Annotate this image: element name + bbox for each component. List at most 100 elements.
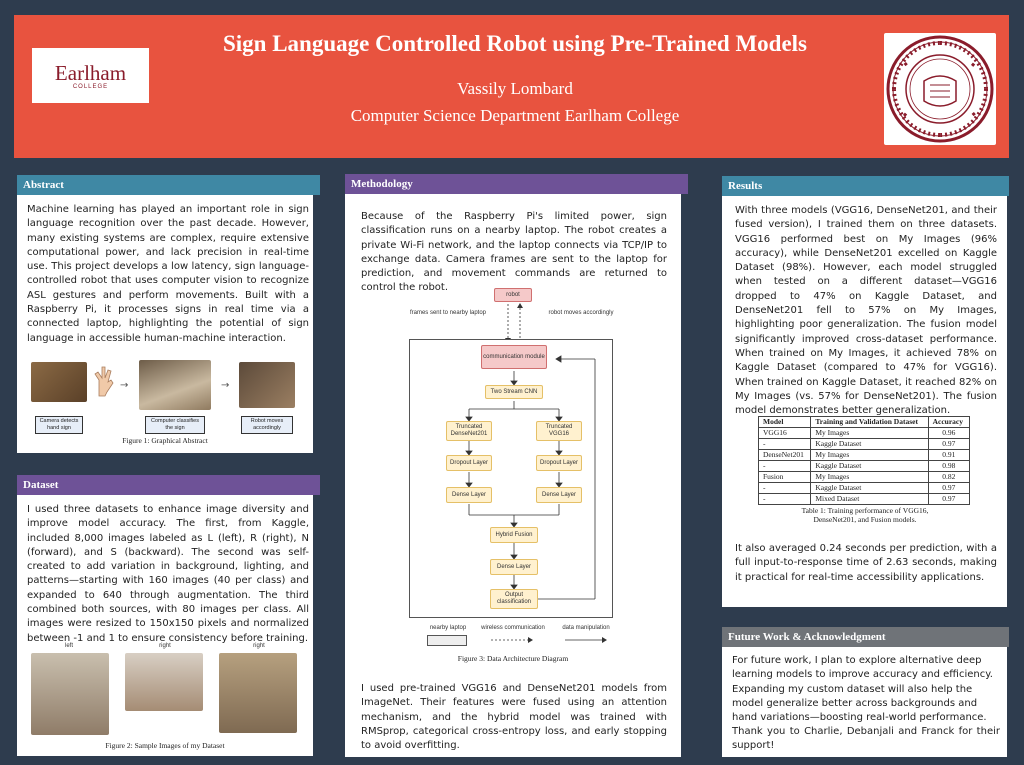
figure2-caption: Figure 2: Sample Images of my Dataset <box>105 741 225 750</box>
methodology-text-1: Because of the Raspberry Pi's limited po… <box>361 211 667 294</box>
table-cell: 0.98 <box>927 460 971 472</box>
figure3-caption: Figure 3: Data Architecture Diagram <box>457 654 569 663</box>
dataset-sample-right-1 <box>125 653 203 711</box>
table-cell: My Images <box>810 427 929 439</box>
results-panel: Results With three models (VGG16, DenseN… <box>722 176 1009 607</box>
table1-caption: Table 1: Training performance of VGG16, … <box>801 506 929 524</box>
abstract-heading: Abstract <box>17 175 320 195</box>
future-text-1: For future work, I plan to explore alter… <box>732 655 993 724</box>
table-cell: 0.91 <box>927 449 971 461</box>
legend-data-label: data manipulation <box>562 625 610 631</box>
dataset-image-label-3: right <box>253 643 265 649</box>
table-header-accuracy: Accuracy <box>927 416 971 428</box>
arrow-icon-2: → <box>221 380 230 391</box>
abstract-text: Machine learning has played an important… <box>27 204 309 344</box>
table-cell: - <box>757 460 812 472</box>
results-table: Model Training and Validation Dataset Ac… <box>757 416 971 505</box>
table-cell: 0.96 <box>927 427 971 439</box>
fig1-label-2: Computer classifies the sign <box>145 416 205 434</box>
diagram-comm-module: communication module <box>481 345 547 369</box>
robot-photo-2 <box>239 362 295 408</box>
table-cell: 0.82 <box>927 471 971 483</box>
diagram-cnn: Two Stream CNN <box>485 385 543 399</box>
table-cell: 0.97 <box>927 438 971 450</box>
dataset-image-label-2: right <box>159 643 171 649</box>
robot-photo-1 <box>31 362 87 402</box>
table-cell: - <box>757 493 812 505</box>
poster-department: Computer Science Department Earlham Coll… <box>350 106 680 125</box>
diagram-trunc-densenet: Truncated DenseNet201 <box>446 421 492 441</box>
diagram-frames-label: frames sent to nearby laptop <box>409 310 487 316</box>
table-cell: - <box>757 438 812 450</box>
results-heading: Results <box>722 176 1009 196</box>
table-cell: 0.97 <box>927 482 971 494</box>
diagram-hybrid-fusion: Hybrid Fusion <box>490 527 538 543</box>
future-panel: Future Work & Acknowledgment For future … <box>722 627 1009 757</box>
diagram-trunc-vgg: Truncated VGG16 <box>536 421 582 441</box>
poster-title: Sign Language Controlled Robot using Pre… <box>222 31 807 56</box>
table-cell: VGG16 <box>757 427 812 439</box>
abstract-panel: Abstract Machine learning has played an … <box>17 175 320 453</box>
fig1-label-3: Robot moves accordingly <box>241 416 293 434</box>
table-cell: 0.97 <box>927 493 971 505</box>
results-text-1: With three models (VGG16, DenseNet201, a… <box>735 205 997 417</box>
methodology-text-2: I used pre-trained VGG16 and DenseNet201… <box>361 683 667 752</box>
table-header-dataset: Training and Validation Dataset <box>810 416 929 428</box>
legend-laptop-box <box>427 635 467 646</box>
table-cell: - <box>757 482 812 494</box>
legend-wireless-line <box>491 637 533 643</box>
dataset-sample-left <box>31 653 109 735</box>
dataset-sample-right-2 <box>219 653 297 733</box>
poster-author: Vassily Lombard <box>457 79 573 98</box>
table-cell: Mixed Dataset <box>810 493 929 505</box>
dataset-text: I used three datasets to enhance image d… <box>27 504 309 644</box>
earlham-logo: Earlham COLLEGE <box>32 48 149 103</box>
table-cell: DenseNet201 <box>757 449 812 461</box>
diagram-moves-label: robot moves accordingly <box>548 310 614 316</box>
table-cell: Kaggle Dataset <box>810 438 929 450</box>
dataset-panel: Dataset I used three datasets to enhance… <box>17 475 320 756</box>
table-cell: My Images <box>810 471 929 483</box>
hand-sign-icon <box>89 364 117 398</box>
logo-subtext: COLLEGE <box>72 83 109 90</box>
future-heading: Future Work & Acknowledgment <box>722 627 1009 647</box>
dataset-image-label-1: left <box>64 643 73 649</box>
legend-data-line <box>565 637 607 643</box>
laptop-photo <box>139 360 211 410</box>
dataset-heading: Dataset <box>17 475 320 495</box>
diagram-dense-final: Dense Layer <box>490 559 538 575</box>
arrow-icon-1: → <box>120 380 129 391</box>
diagram-dropout-left: Dropout Layer <box>446 455 492 471</box>
diagram-wireless-arrows <box>505 303 523 343</box>
poster-header <box>14 15 1009 158</box>
legend-laptop-label: nearby laptop <box>429 625 467 631</box>
diagram-output: Output classification <box>490 589 538 609</box>
diagram-dense-right: Dense Layer <box>536 487 582 503</box>
figure1-caption: Figure 1: Graphical Abstract <box>122 436 208 445</box>
results-text-2: It also averaged 0.24 seconds per predic… <box>735 543 997 583</box>
future-text-2: Thank you to Charlie, Debanjali and Fran… <box>732 726 1000 752</box>
fig1-label-1: Camera detects hand sign <box>35 416 83 434</box>
graphical-abstract: → → Camera detects hand sign Computer cl… <box>17 360 313 440</box>
methodology-panel: Methodology Because of the Raspberry Pi'… <box>345 174 688 757</box>
diagram-arrows <box>465 355 596 600</box>
logo-text: Earlham <box>54 60 127 85</box>
table-cell: My Images <box>810 449 929 461</box>
table-cell: Fusion <box>757 471 812 483</box>
table-header-model: Model <box>757 416 812 428</box>
table-header-row: Model Training and Validation Dataset Ac… <box>757 416 971 428</box>
table-cell: Kaggle Dataset <box>810 482 929 494</box>
diagram-robot: robot <box>494 288 532 302</box>
methodology-heading: Methodology <box>345 174 688 194</box>
college-seal-icon <box>884 33 996 145</box>
table-cell: Kaggle Dataset <box>810 460 929 472</box>
diagram-dropout-right: Dropout Layer <box>536 455 582 471</box>
legend-wireless-label: wireless communication <box>481 625 545 631</box>
